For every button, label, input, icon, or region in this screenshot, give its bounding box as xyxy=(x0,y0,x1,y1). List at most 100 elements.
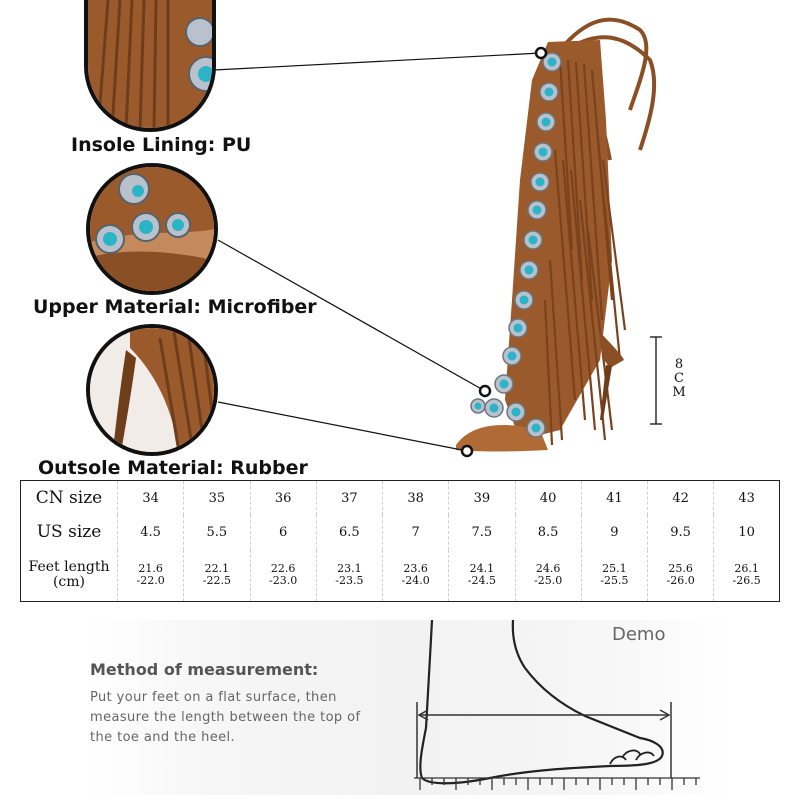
row-header: CN size xyxy=(35,488,103,509)
callout-upper-material: Upper Material: Microfiber xyxy=(33,296,317,318)
table-cell: 8.5 xyxy=(514,515,582,550)
concho xyxy=(530,172,550,192)
table-cell: 42 xyxy=(646,481,714,516)
range-max: -25.0 xyxy=(534,574,563,588)
size-chart: CN size 34 35 36 37 38 39 40 41 42 43 US… xyxy=(20,480,780,602)
range-max: -24.0 xyxy=(401,574,430,588)
range-min: 22.1 xyxy=(204,562,230,576)
concho xyxy=(508,318,528,338)
range-max: -23.5 xyxy=(335,574,364,588)
range-max: -26.0 xyxy=(666,574,695,588)
heel-height-char: 8 xyxy=(674,357,684,372)
concho xyxy=(542,52,562,72)
concho xyxy=(506,402,526,422)
table-cell: 34 xyxy=(116,481,184,516)
method-line: measure the length between the top of xyxy=(90,710,361,725)
concho xyxy=(536,112,556,132)
zoom-lens-outsole xyxy=(86,324,218,456)
method-description: Put your feet on a flat surface, then me… xyxy=(90,688,390,748)
zoom-lens-insole xyxy=(84,0,216,132)
table-cell: 25.6-26.0 xyxy=(646,549,714,601)
concho xyxy=(519,260,539,280)
concho xyxy=(527,200,547,220)
concho xyxy=(484,398,504,418)
row-header: Feet length (cm) xyxy=(21,550,118,601)
marker-dot-insole xyxy=(534,46,548,60)
method-line: the toe and the heel. xyxy=(90,730,236,745)
callout-insole-lining: Insole Lining: PU xyxy=(71,134,252,156)
table-cell: 26.1-26.5 xyxy=(713,549,779,601)
ruler xyxy=(414,777,700,790)
leader-line-insole xyxy=(213,52,542,71)
table-cell: 24.6-25.0 xyxy=(514,549,582,601)
toes xyxy=(609,749,655,765)
table-cell: 41 xyxy=(580,481,648,516)
table-cell: 9 xyxy=(580,515,648,550)
range-min: 23.6 xyxy=(403,562,428,576)
stiletto-heel xyxy=(598,330,624,368)
range-max: -25.5 xyxy=(600,574,629,588)
range-min: 23.1 xyxy=(337,562,362,576)
marker-dot-upper xyxy=(478,384,492,398)
range-max: -26.5 xyxy=(732,574,761,588)
marker-dot-outsole xyxy=(460,444,474,458)
range-max: -24.5 xyxy=(467,574,496,588)
table-row-cn-size: CN size 34 35 36 37 38 39 40 41 42 43 xyxy=(21,481,779,516)
table-cell: 6 xyxy=(249,515,317,550)
range-min: 25.1 xyxy=(602,562,627,576)
table-cell: 5.5 xyxy=(183,515,250,550)
range-min: 26.1 xyxy=(734,562,759,576)
concho xyxy=(494,374,514,394)
heel-height-dimension xyxy=(650,336,662,425)
range-max: -23.0 xyxy=(269,574,298,588)
table-row-feet-length: Feet length (cm) 21.6-22.0 22.1-22.5 22.… xyxy=(21,549,779,601)
heel-height-char: M xyxy=(672,385,686,400)
leader-line-upper xyxy=(217,239,486,392)
callout-outsole-material: Outsole Material: Rubber xyxy=(38,457,308,479)
concho-column xyxy=(470,52,562,438)
foot-measure-diagram xyxy=(414,619,700,790)
table-cell: 7 xyxy=(381,515,449,550)
range-min: 22.6 xyxy=(270,562,296,576)
demo-label: Demo xyxy=(612,624,666,645)
table-cell: 9.5 xyxy=(646,515,714,550)
table-cell: 35 xyxy=(183,481,250,516)
range-min: 25.6 xyxy=(668,562,693,576)
boot-shaft xyxy=(505,40,612,440)
table-cell: 38 xyxy=(381,481,449,516)
table-cell: 6.5 xyxy=(315,515,383,550)
table-cell: 4.5 xyxy=(116,515,184,550)
range-min: 24.1 xyxy=(469,562,495,576)
range-max: -22.5 xyxy=(202,574,231,588)
range-max: -22.0 xyxy=(136,574,165,588)
table-cell: 21.6-22.0 xyxy=(116,549,184,601)
concho xyxy=(526,418,546,438)
measure-arrow xyxy=(416,702,672,778)
table-cell: 22.6-23.0 xyxy=(249,549,317,601)
table-cell: 23.1-23.5 xyxy=(315,549,383,601)
concho xyxy=(502,346,522,366)
table-cell: 22.1-22.5 xyxy=(183,549,250,601)
table-cell: 7.5 xyxy=(448,515,515,550)
row-header-line: Feet length xyxy=(28,559,110,576)
concho xyxy=(523,230,543,250)
heel-height-char: C xyxy=(674,371,684,386)
leader-line-outsole xyxy=(217,401,468,452)
toe-opening xyxy=(456,425,548,452)
fringe xyxy=(543,59,627,446)
concho xyxy=(539,82,559,102)
table-cell: 23.6-24.0 xyxy=(381,549,449,601)
table-cell: 36 xyxy=(249,481,317,516)
table-cell: 43 xyxy=(713,481,779,516)
table-cell: 10 xyxy=(713,515,779,550)
table-cell: 24.1-24.5 xyxy=(448,549,515,601)
heel-spike xyxy=(600,365,612,420)
table-cell: 37 xyxy=(315,481,383,516)
heel-height-label: 8 C M xyxy=(672,358,686,400)
concho xyxy=(470,398,486,414)
zoom-lens-upper xyxy=(86,163,218,295)
table-cell: 39 xyxy=(448,481,515,516)
product-illustration xyxy=(213,17,662,458)
row-header-line: (cm) xyxy=(52,574,86,591)
range-min: 21.6 xyxy=(138,562,163,576)
